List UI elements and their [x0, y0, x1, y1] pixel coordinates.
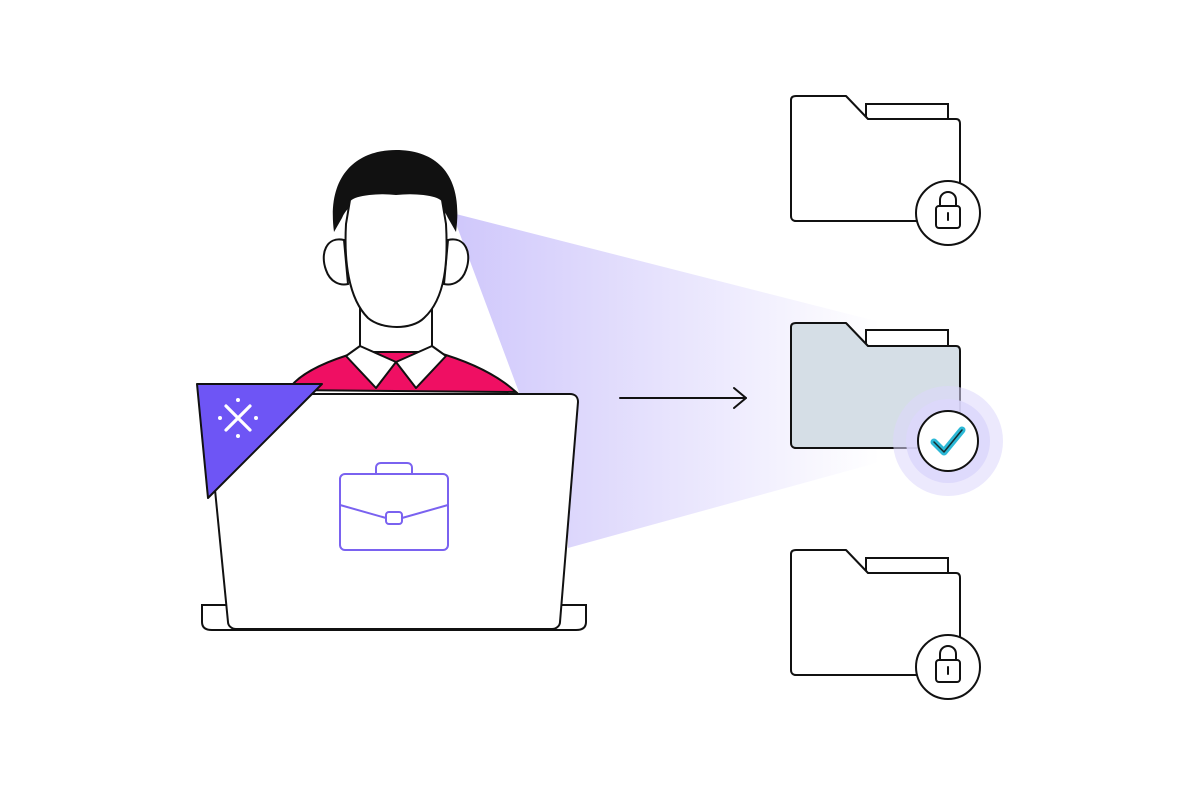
person: [286, 150, 519, 394]
app-logo-icon: [218, 398, 258, 438]
padlock-icon: [915, 180, 981, 246]
briefcase-icon: [339, 462, 449, 551]
folder-unlocked-middle: [790, 322, 1003, 496]
folder-back-tab: [865, 557, 949, 575]
badge-triangle: [196, 383, 323, 499]
shirt: [286, 351, 519, 394]
app-badge: [196, 383, 323, 499]
access-beam: [452, 213, 880, 548]
face: [344, 192, 448, 328]
folder-body: [790, 549, 961, 676]
folder-locked-top: [790, 95, 981, 246]
shirt-collar: [395, 345, 447, 389]
folder-back-tab: [865, 329, 949, 347]
padlock-icon: [915, 634, 981, 700]
checkmark-icon: [893, 386, 1003, 496]
folder-back-tab: [865, 103, 949, 121]
arrow-right-icon: [619, 387, 747, 409]
hair: [332, 150, 458, 232]
ear-right: [442, 238, 470, 286]
folder-body: [790, 95, 961, 222]
ear-left: [322, 238, 350, 286]
folder-locked-bottom: [790, 549, 981, 700]
laptop: [201, 393, 587, 631]
